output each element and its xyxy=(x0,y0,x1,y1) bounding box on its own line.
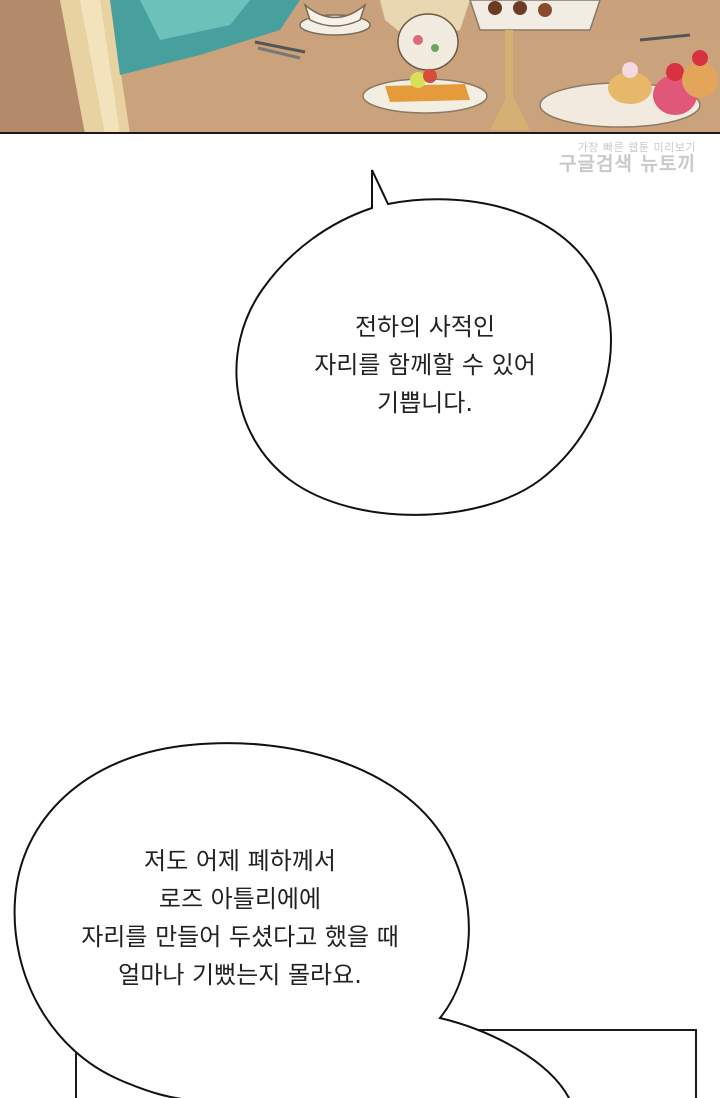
panel-border xyxy=(0,132,720,134)
bubble-1-line-1: 전하의 사적인 xyxy=(354,313,496,341)
comic-panel-tea-party xyxy=(0,0,720,134)
speech-bubble-1-text: 전하의 사적인 자리를 함께할 수 있어 기쁩니다. xyxy=(245,308,605,422)
watermark: 가장 빠른 웹툰 미리보기 구글검색 뉴토끼 xyxy=(559,141,696,176)
tea-party-illustration xyxy=(0,0,720,134)
bubble-2-line-4: 얼마나 기뻤는지 몰라요. xyxy=(118,961,362,989)
speech-bubble-2-outline xyxy=(13,742,570,1098)
watermark-line-1: 가장 빠른 웹툰 미리보기 xyxy=(577,141,696,154)
speech-bubble-1-outline xyxy=(235,169,612,516)
watermark-line-2: 구글검색 뉴토끼 xyxy=(559,153,696,176)
bubble-1-line-2: 자리를 함께할 수 있어 xyxy=(314,351,536,379)
bubble-2-line-1: 저도 어제 폐하께서 xyxy=(144,847,336,875)
speech-bubble-2-text: 저도 어제 폐하께서 로즈 아틀리에에 자리를 만들어 두셨다고 했을 때 얼마… xyxy=(20,842,460,994)
bubble-2-line-3: 자리를 만들어 두셨다고 했을 때 xyxy=(81,923,399,951)
bubble-2-line-2: 로즈 아틀리에에 xyxy=(158,885,322,913)
bubble-1-line-3: 기쁩니다. xyxy=(377,389,473,417)
